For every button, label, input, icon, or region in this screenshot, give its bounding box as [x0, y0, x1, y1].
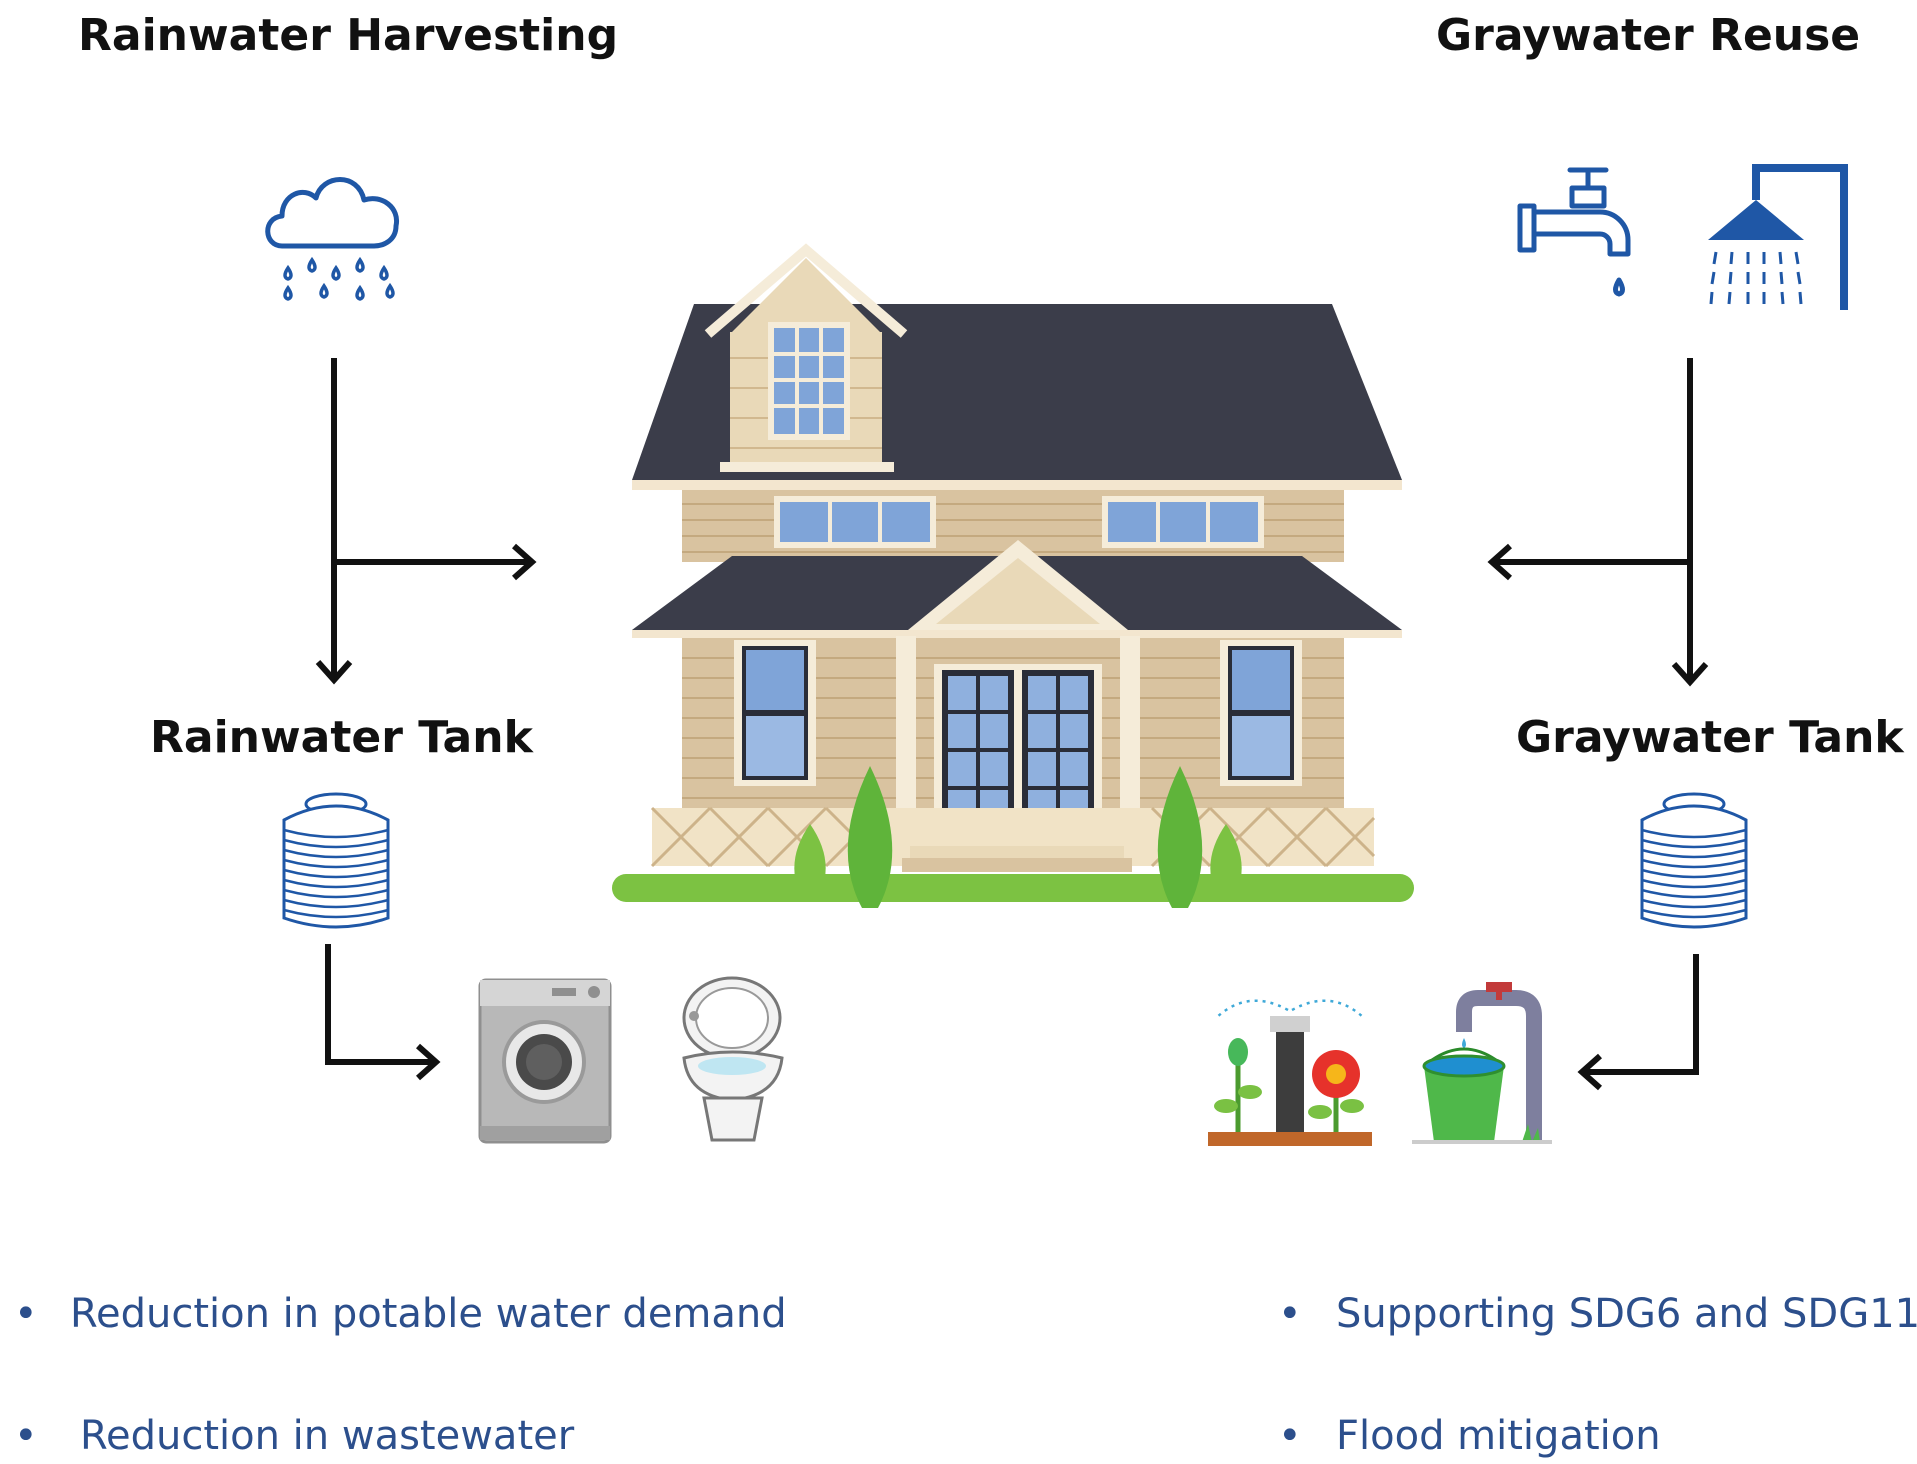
benefit-text: Flood mitigation	[1336, 1413, 1661, 1459]
rainwater-tank-label: Rainwater Tank	[150, 712, 533, 763]
garden-sprinkler-icon	[1208, 999, 1372, 1146]
rainwater-tank-icon	[282, 792, 390, 929]
bullet-dot: •	[1278, 1413, 1302, 1459]
benefit-text: Supporting SDG6 and SDG11	[1336, 1291, 1917, 1337]
shower-icon	[1708, 164, 1848, 310]
graywater-reuse-title: Graywater Reuse	[1436, 10, 1861, 61]
cloud-rain-icon	[265, 177, 400, 301]
benefit-text: Reduction in wastewater	[80, 1413, 575, 1459]
gray-to-tank-arrow	[1671, 358, 1709, 687]
washing-machine-icon	[478, 978, 612, 1144]
gray-tank-to-garden-arrow	[1577, 954, 1699, 1091]
toilet-icon	[682, 976, 784, 1142]
graywater-tank-icon	[1640, 792, 1748, 929]
rain-to-tank-arrow	[315, 358, 353, 685]
lawn	[612, 874, 1414, 902]
bucket-tap-icon	[1412, 982, 1552, 1144]
benefit-text: Reduction in potable water demand	[70, 1291, 787, 1337]
faucet-icon	[1517, 167, 1631, 297]
rain-tank-to-appliances-arrow	[325, 944, 441, 1081]
rain-to-house-arrow	[334, 543, 537, 581]
bullet-dot: •	[14, 1291, 38, 1337]
gray-to-house-arrow	[1487, 543, 1690, 581]
rainwater-harvesting-title: Rainwater Harvesting	[78, 10, 619, 61]
graywater-tank-label: Graywater Tank	[1516, 712, 1904, 763]
bullet-dot: •	[1278, 1291, 1302, 1337]
bullet-dot: •	[14, 1413, 38, 1459]
house-illustration	[612, 243, 1414, 908]
